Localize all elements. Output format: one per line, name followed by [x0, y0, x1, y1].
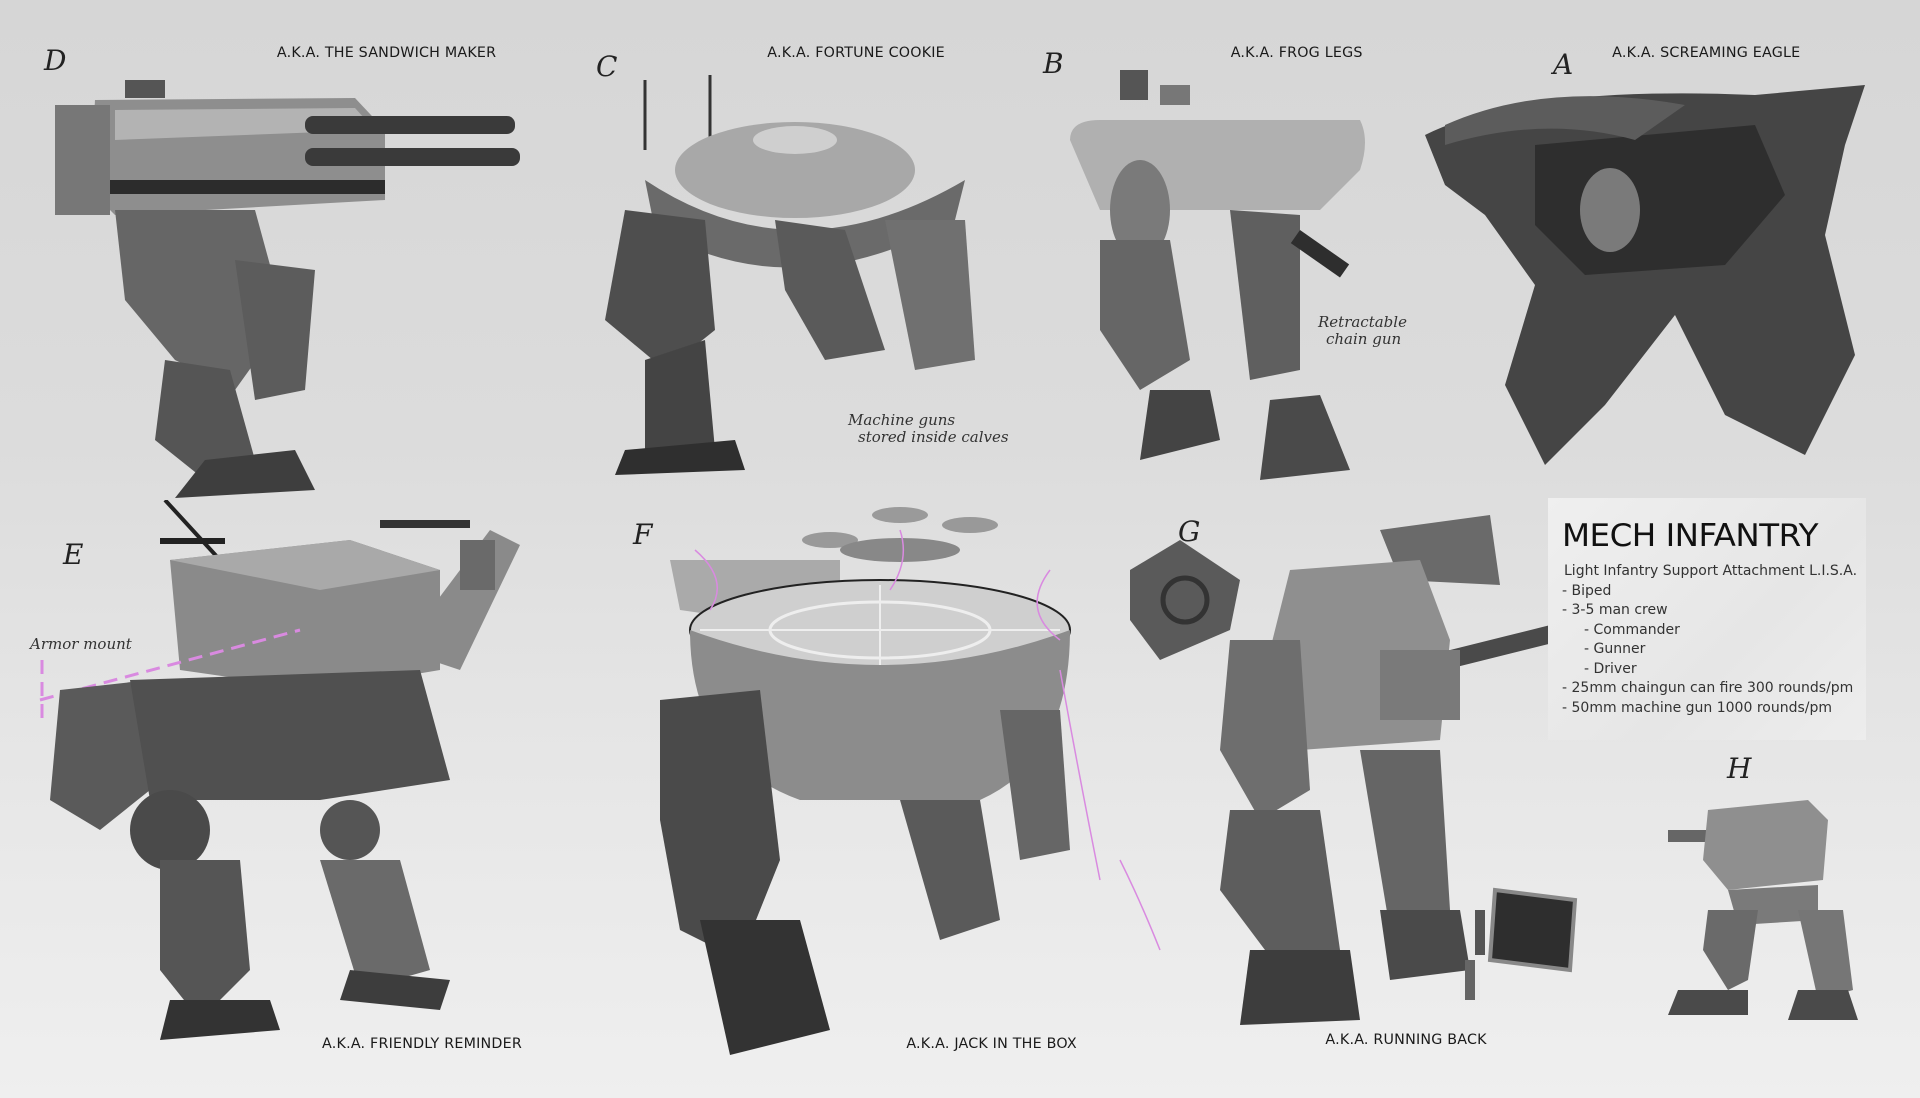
- design-a-caption: A.K.A. SCREAMING EAGLE: [1612, 45, 1801, 61]
- design-b-caption: A.K.A. FROG LEGS: [1230, 45, 1363, 61]
- design-letter-a: A: [1553, 48, 1574, 81]
- mech-e-illustration: [20, 500, 600, 1040]
- mech-b-illustration: [1060, 60, 1380, 480]
- annotation-armor-mount: Armor mount: [30, 635, 132, 653]
- design-c-caption: A.K.A. FORTUNE COOKIE: [767, 45, 945, 61]
- design-g-caption: A.K.A. RUNNING BACK: [1325, 1032, 1487, 1048]
- design-letter-b: B: [1043, 47, 1064, 80]
- mech-c-illustration: [585, 70, 995, 490]
- mech-h-illustration: [1668, 790, 1878, 1030]
- design-letter-f: F: [633, 518, 653, 551]
- info-line-machine-gun: - 50mm machine gun 1000 rounds/pm: [1562, 699, 1832, 716]
- annotation-machine-guns: Machine guns stored inside calves: [848, 411, 1009, 446]
- info-line-chaingun: - 25mm chaingun can fire 300 rounds/pm: [1562, 680, 1854, 696]
- mech-g-illustration: [1120, 510, 1620, 1030]
- design-f-caption: A.K.A. JACK IN THE BOX: [906, 1036, 1077, 1052]
- info-line-crew: - 3-5 man crew: [1562, 602, 1668, 618]
- design-letter-d: D: [44, 44, 67, 77]
- design-letter-h: H: [1727, 752, 1752, 785]
- design-d-caption: A.K.A. THE SANDWICH MAKER: [276, 45, 497, 61]
- mech-f-illustration: [640, 500, 1180, 1060]
- info-line-biped: - Biped: [1562, 582, 1612, 599]
- mech-infantry-info-panel: MECH INFANTRY Light Infantry Support Att…: [1548, 498, 1866, 740]
- design-letter-c: C: [596, 50, 618, 83]
- info-line-gunner: - Gunner: [1584, 641, 1646, 657]
- info-title: MECH INFANTRY: [1562, 518, 1819, 554]
- annotation-retractable-chain-gun: Retractable chain gun: [1318, 313, 1407, 348]
- info-line-commander: - Commander: [1584, 621, 1680, 638]
- design-letter-e: E: [63, 538, 84, 571]
- info-line-driver: - Driver: [1584, 660, 1637, 677]
- design-e-caption: A.K.A. FRIENDLY REMINDER: [322, 1036, 522, 1052]
- design-letter-g: G: [1178, 515, 1201, 548]
- mech-a-illustration: [1425, 85, 1875, 465]
- info-line-name: Light Infantry Support Attachment L.I.S.…: [1564, 563, 1858, 579]
- mech-d-illustration: [55, 60, 525, 500]
